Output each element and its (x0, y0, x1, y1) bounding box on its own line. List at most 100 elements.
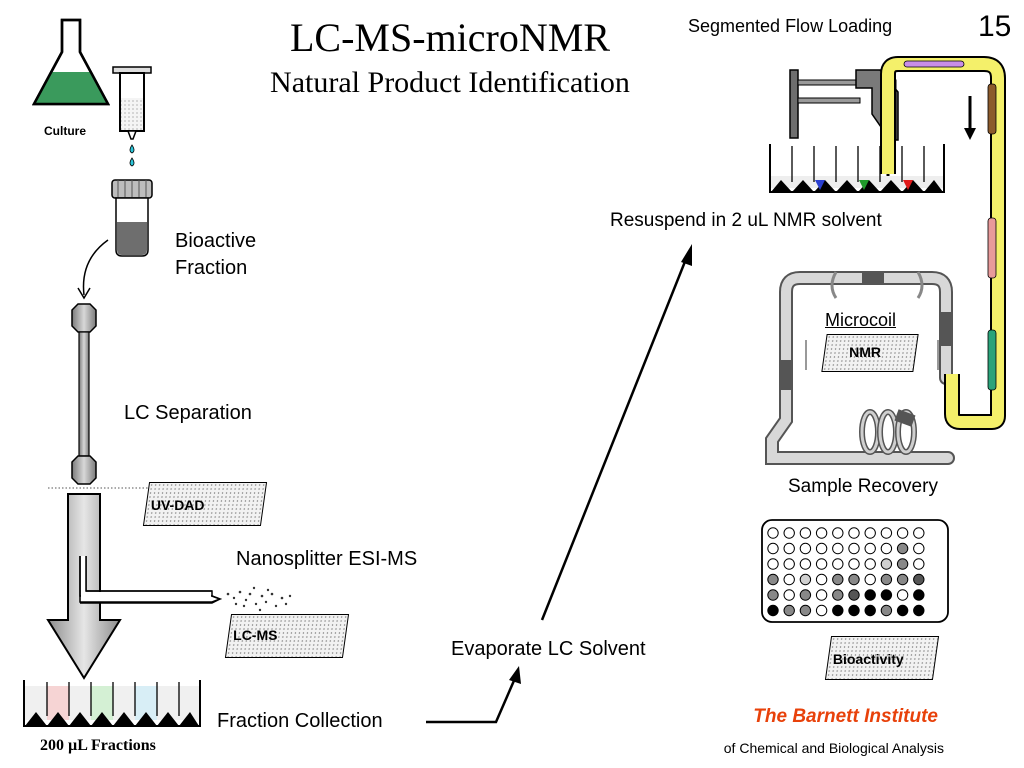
bioactivity-label: Bioactivity (832, 651, 904, 667)
plate-well (896, 527, 909, 539)
nmr-label: NMR (849, 344, 882, 360)
culture-flask-icon (31, 18, 111, 106)
plate-well (880, 542, 893, 555)
plate-well (832, 558, 844, 570)
plate-well (767, 558, 779, 570)
plate-well (864, 542, 876, 555)
plate-well (896, 589, 909, 601)
plate-well (815, 573, 828, 586)
plate-well (848, 604, 860, 617)
nanosplitter-tube (79, 556, 223, 604)
vial-icon (111, 179, 153, 257)
syringe-icon (112, 66, 152, 167)
droplet-icon (129, 144, 135, 154)
plate-well (848, 589, 860, 601)
plate-well (815, 604, 828, 617)
plate-well (832, 573, 844, 586)
plate-well (832, 604, 844, 617)
bioactive-fraction-label-line1: Bioactive (175, 230, 257, 252)
flask-liquid (34, 72, 108, 104)
spray-droplets (226, 586, 292, 612)
plate-well (848, 573, 860, 586)
institute-name: The Barnett Institute (753, 706, 938, 727)
plate-well (799, 589, 812, 601)
sample-well-row (769, 144, 945, 193)
plate-well (913, 542, 925, 555)
plate-well (913, 527, 925, 539)
plate-well (783, 527, 795, 539)
plate-well (832, 542, 844, 555)
segmented-flow-label: Segmented Flow Loading (688, 16, 893, 36)
nmr-box: NMR (821, 334, 919, 372)
plate-well (864, 589, 876, 601)
plate-well (864, 573, 876, 586)
plate-well (880, 589, 893, 601)
evaporate-label: Evaporate LC Solvent (451, 638, 646, 660)
microcoil-label: Microcoil (825, 310, 897, 330)
plate-well (767, 604, 779, 617)
plate-well (864, 527, 876, 539)
page-subtitle: Natural Product Identification (270, 66, 630, 99)
plate-well (767, 573, 779, 586)
plate-well (799, 558, 812, 570)
plate-well (799, 604, 812, 617)
plate-well (913, 604, 925, 617)
lc-column-icon (71, 303, 97, 485)
droplet-icon (129, 157, 135, 167)
plate-well (832, 527, 844, 539)
plate-well (767, 589, 779, 601)
bioactivity-box: Bioactivity (824, 636, 940, 680)
plate-well (848, 542, 860, 555)
plate-well (799, 527, 812, 539)
plate-well (896, 558, 909, 570)
plate-wells (767, 527, 925, 617)
uv-dad-box: UV-DAD (142, 482, 268, 526)
plate-well (799, 542, 812, 555)
fraction-collection-label: Fraction Collection (217, 710, 383, 732)
institute-subname: of Chemical and Biological Analysis (723, 740, 944, 756)
plate-well (832, 589, 844, 601)
fraction-collection-plate (23, 680, 201, 727)
plate-well (880, 573, 893, 586)
plate-well (864, 558, 876, 570)
capillary-tube (880, 56, 1006, 430)
plate-well (783, 542, 795, 555)
plate-well (880, 558, 893, 570)
lc-separation-label: LC Separation (124, 402, 252, 424)
plate-well (896, 604, 909, 617)
plate-well (815, 589, 828, 601)
culture-label: Culture (44, 124, 86, 138)
plate-well (913, 558, 925, 570)
plate-well (896, 573, 909, 586)
plate-well (913, 573, 925, 586)
plate-well (767, 542, 779, 555)
plate-well (913, 589, 925, 601)
plate-well (896, 542, 909, 555)
plate-well (783, 573, 795, 586)
bioactive-fraction-label-line2: Fraction (175, 257, 248, 279)
plate-well (864, 604, 876, 617)
plate-well (783, 558, 795, 570)
resuspend-label: Resuspend in 2 uL NMR solvent (610, 210, 882, 231)
plate-well (848, 558, 860, 570)
plate-well (848, 527, 860, 539)
uv-dad-label: UV-DAD (150, 497, 205, 513)
plate-well (815, 527, 828, 539)
lc-ms-box: LC-MS (224, 614, 350, 658)
plate-well (880, 527, 893, 539)
nanosplitter-label: Nanosplitter ESI-MS (236, 548, 418, 570)
plate-well (767, 527, 779, 539)
plate-well (880, 604, 893, 617)
plate-well (783, 604, 795, 617)
nmr-flow-loop (765, 271, 955, 465)
plate-well (815, 558, 828, 570)
lc-ms-label: LC-MS (233, 627, 278, 643)
page-title: LC-MS-microNMR (290, 15, 610, 60)
plate-well (799, 573, 812, 586)
fractions-volume-label: 200 µL Fractions (40, 737, 156, 754)
plate-well (815, 542, 828, 555)
plate-well (783, 589, 795, 601)
sample-recovery-label: Sample Recovery (788, 476, 938, 497)
page-number: 15 (978, 10, 1012, 43)
